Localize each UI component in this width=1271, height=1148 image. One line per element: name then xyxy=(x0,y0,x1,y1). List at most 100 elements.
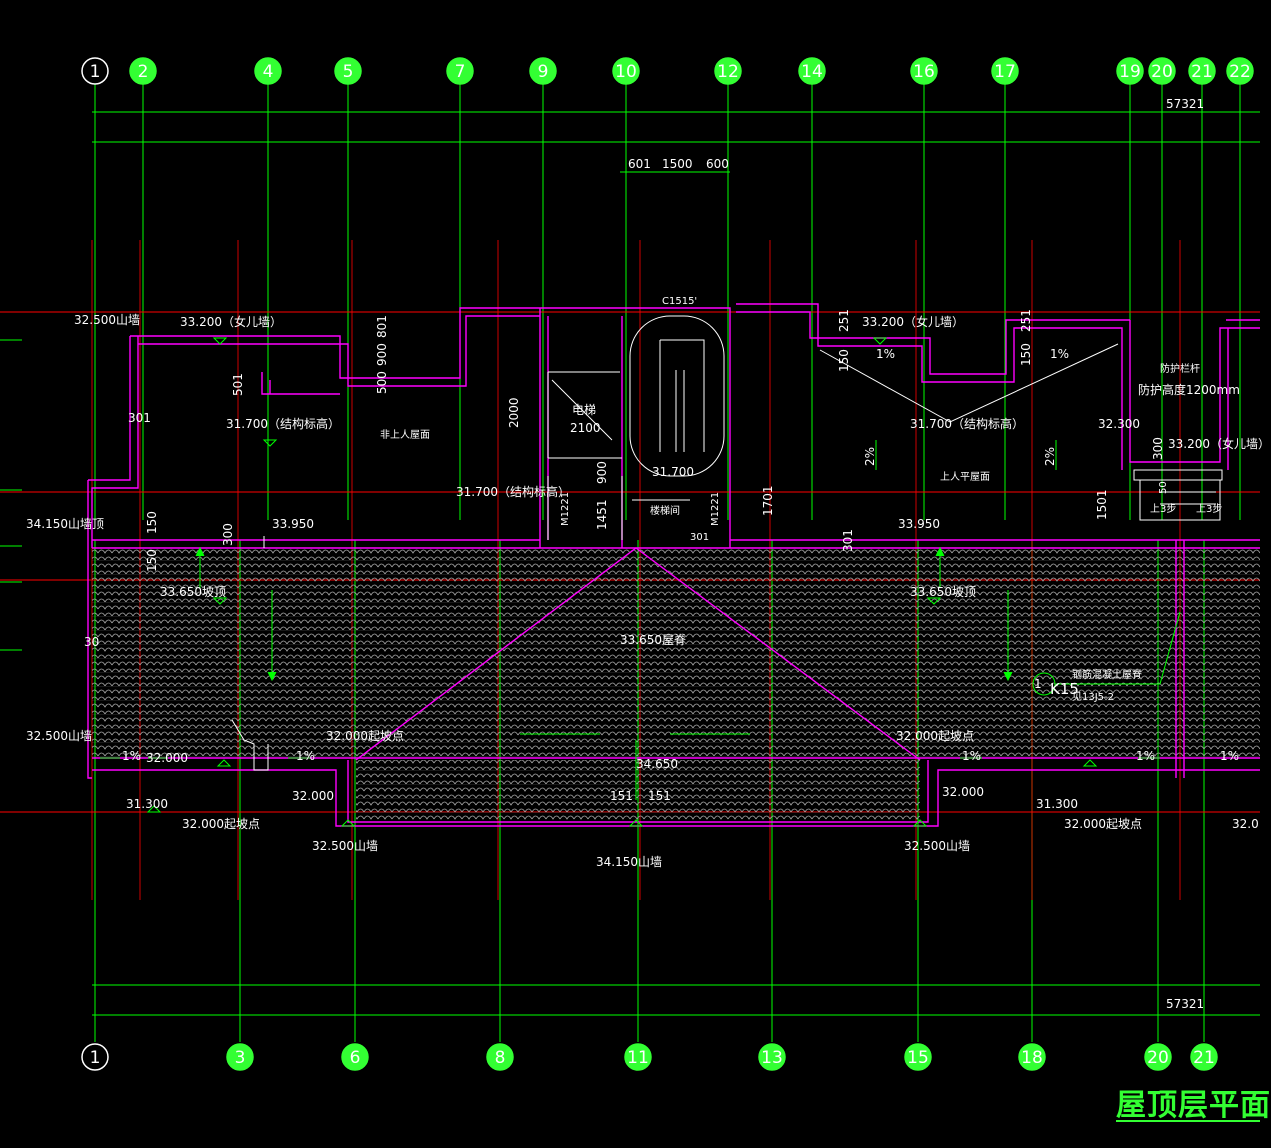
dim-151a: 151 xyxy=(610,789,633,803)
elevator-label: 电梯 xyxy=(572,403,596,417)
parapet-33200-rr: 33.200（女儿墙） xyxy=(1168,436,1270,451)
stair-elev: 31.700 xyxy=(652,465,694,479)
bottom-axis-bubble-20: 20 xyxy=(1144,1043,1172,1071)
slope-1b: 1% xyxy=(1050,347,1069,361)
up-step-right: 上3步 xyxy=(1196,503,1222,515)
slope-1f: 1% xyxy=(1136,749,1155,763)
elev-33950-right: 33.950 xyxy=(898,517,940,531)
elevator-width: 2100 xyxy=(570,421,601,435)
start-point-left: 32.000起坡点 xyxy=(182,817,260,831)
dim-501: 501 xyxy=(231,373,245,396)
bottom-axis-label-20: 20 xyxy=(1147,1048,1169,1068)
parapet-33200-right: 33.200（女儿墙） xyxy=(862,314,964,329)
stairwell-label: 楼梯间 xyxy=(650,504,680,517)
gable-left: 32.500山墙 xyxy=(26,729,92,743)
detail-note: 钢筋混凝土屋脊 xyxy=(1072,668,1142,681)
bottom-axis-bubble-15: 15 xyxy=(904,1043,932,1071)
stair-dim-1: 601 xyxy=(628,157,651,171)
top-axis-bubble-4: 4 xyxy=(254,57,282,85)
dim-30: 30 xyxy=(84,635,99,649)
top-axis-bubble-17: 17 xyxy=(991,57,1019,85)
elevation-markers xyxy=(146,337,1098,827)
bottom-axis-bubble-13: 13 xyxy=(758,1043,786,1071)
dim-251b: 251 xyxy=(1019,309,1033,332)
ridge-mid: 33.650屋脊 xyxy=(620,633,686,647)
elev-32000-c: 32.000 xyxy=(942,785,984,799)
bottom-axis-bubble-11: 11 xyxy=(624,1043,652,1071)
slope-1e: 1% xyxy=(962,749,981,763)
bottom-axis-label-13: 13 xyxy=(761,1048,783,1068)
dim-251a: 251 xyxy=(837,309,851,332)
elev-31300-a: 31.300 xyxy=(126,797,168,811)
door-left: M1221 xyxy=(560,492,571,526)
dim-900: 900 xyxy=(375,343,389,366)
top-axis-bubble-21: 21 xyxy=(1188,57,1216,85)
top-axis-label-21: 21 xyxy=(1191,62,1213,82)
dim-150b: 150 xyxy=(1019,343,1033,366)
top-axis-label-12: 12 xyxy=(717,62,739,82)
top-axis-label-17: 17 xyxy=(994,62,1016,82)
top-axis-label-19: 19 xyxy=(1119,62,1141,82)
struct-elev-mid: 31.700（结构标高） xyxy=(456,484,570,499)
top-axis-label-10: 10 xyxy=(615,62,637,82)
bottom-axis-label-21: 21 xyxy=(1193,1048,1215,1068)
slope-top-left: 33.650坡顶 xyxy=(160,585,226,599)
elev-31300-b: 31.300 xyxy=(1036,797,1078,811)
bottom-axis-label-6: 6 xyxy=(350,1048,361,1068)
bottom-axis-bubble-3: 3 xyxy=(226,1043,254,1071)
elev-32300: 32.300 xyxy=(1098,417,1140,431)
dim-2000: 2000 xyxy=(507,397,521,428)
drawing-title-block: 屋顶层平面 xyxy=(1116,1080,1271,1126)
drawing-title: 屋顶层平面 xyxy=(1116,1088,1271,1123)
elev-33950-left: 33.950 xyxy=(272,517,314,531)
dim-900b: 900 xyxy=(595,461,609,484)
dim-300b: 300 xyxy=(221,523,235,546)
top-axis-bubble-10: 10 xyxy=(612,57,640,85)
gable-bottom-left: 32.500山墙 xyxy=(312,839,378,853)
bottom-axis-label-3: 3 xyxy=(235,1048,246,1068)
top-axis-bubble-2: 2 xyxy=(129,57,157,85)
dim-801: 801 xyxy=(375,315,389,338)
top-axis-bubble-22: 22 xyxy=(1226,57,1254,85)
top-axis-label-22: 22 xyxy=(1229,62,1251,82)
slope-2b: 2% xyxy=(1043,447,1057,466)
top-axis-label-16: 16 xyxy=(913,62,935,82)
bottom-axis-bubble-1: 1 xyxy=(81,1043,109,1071)
stair-dim-3: 600 xyxy=(706,157,729,171)
bottom-axis-bubble-18: 18 xyxy=(1018,1043,1046,1071)
start-right: 32.000起坡点 xyxy=(896,729,974,743)
slope-1g: 1% xyxy=(1220,749,1239,763)
annotations: 57321 57321 601 1500 600 C1515' 32.500山墙… xyxy=(26,97,1270,1011)
title-underline xyxy=(1116,1120,1260,1122)
dim-301: 301 xyxy=(128,411,151,425)
ridge-tile-area xyxy=(356,760,920,822)
bottom-axis-label-11: 11 xyxy=(627,1048,649,1068)
rail-label: 防护栏杆 xyxy=(1160,362,1200,375)
stair-dim-2: 1500 xyxy=(662,157,693,171)
dim-1701: 1701 xyxy=(761,485,775,516)
start-left: 32.000起坡点 xyxy=(326,729,404,743)
dim-300: 300 xyxy=(1151,437,1165,460)
top-axis-bubble-19: 19 xyxy=(1116,57,1144,85)
dim-151b: 151 xyxy=(648,789,671,803)
bottom-axis-bubble-21: 21 xyxy=(1190,1043,1218,1071)
up-step-left: 上3步 xyxy=(1150,503,1176,515)
dim-500: 500 xyxy=(375,371,389,394)
top-axis-label-14: 14 xyxy=(801,62,823,82)
detail-callout xyxy=(1032,611,1181,696)
bottom-axis-label-8: 8 xyxy=(495,1048,506,1068)
elev-32000-b: 32.000 xyxy=(292,789,334,803)
bottom-axis-bubble-6: 6 xyxy=(341,1043,369,1071)
gable-bottom-right: 32.500山墙 xyxy=(904,839,970,853)
detail-lines xyxy=(231,315,1223,771)
start-point-rr: 32.0 xyxy=(1232,817,1259,831)
top-axis-bubble-7: 7 xyxy=(446,57,474,85)
parapet-33200-left: 33.200（女儿墙） xyxy=(180,314,282,329)
door-right: M1221 xyxy=(710,492,721,526)
window-label: C1515' xyxy=(662,296,697,307)
dim-1501: 1501 xyxy=(1095,489,1109,520)
top-axis-label-20: 20 xyxy=(1151,62,1173,82)
top-axis-label-9: 9 xyxy=(538,62,549,82)
